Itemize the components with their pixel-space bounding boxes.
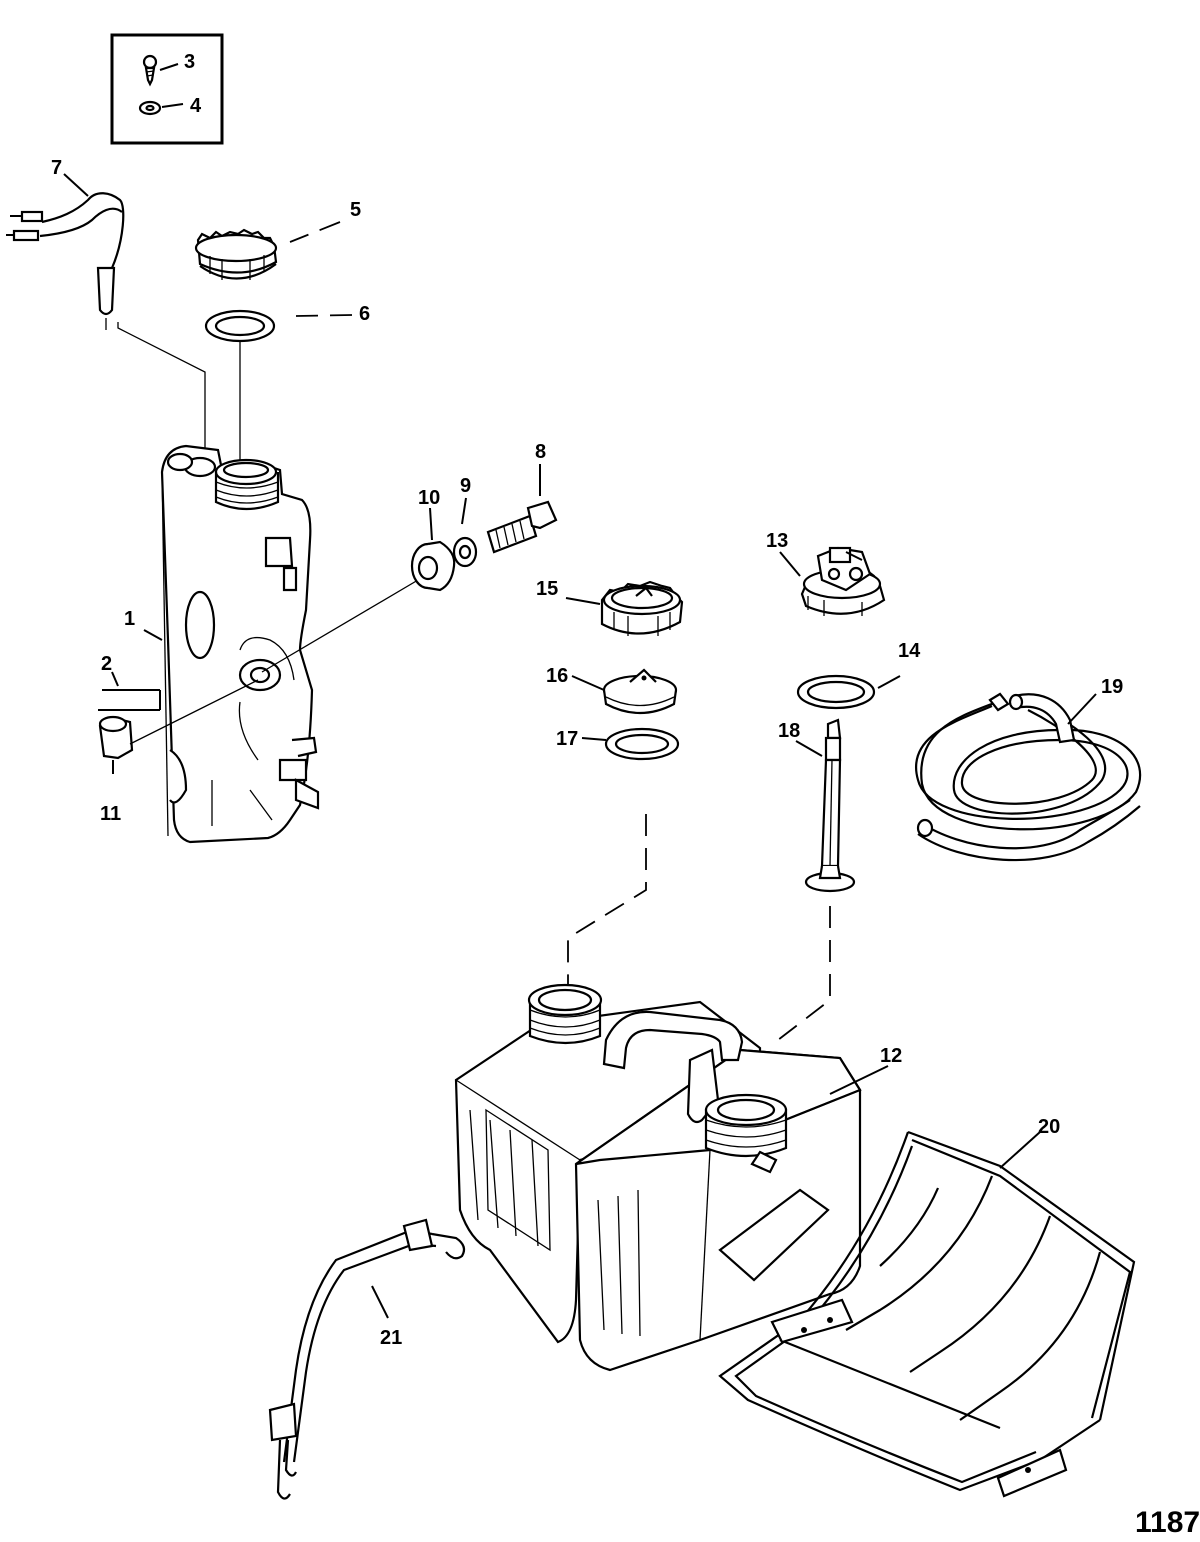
washer-9 — [452, 497, 478, 568]
screw-3 — [142, 54, 158, 87]
fitting-8 — [486, 464, 558, 554]
callout-4: 4 — [190, 95, 202, 117]
strap-21 — [268, 1218, 466, 1500]
grommet-11 — [98, 715, 134, 774]
callout-9: 9 — [460, 475, 471, 497]
callout-6: 6 — [359, 303, 370, 325]
callout-2: 2 — [101, 653, 112, 675]
hardware-inset-box — [110, 33, 224, 145]
callout-7: 7 — [51, 157, 62, 179]
callout-15: 15 — [536, 578, 558, 600]
double-tank-12 — [454, 983, 889, 1372]
callout-3: 3 — [184, 51, 195, 73]
pickup-tube-18 — [795, 718, 856, 893]
callout-11: 11 — [100, 803, 121, 825]
pickup-cap-13 — [779, 546, 886, 616]
callout-20: 20 — [1038, 1116, 1060, 1138]
callout-13: 13 — [766, 530, 788, 552]
callout-1: 1 — [124, 608, 135, 630]
callout-5: 5 — [350, 199, 361, 221]
callout-16: 16 — [546, 665, 568, 687]
tank-bracket-20 — [718, 1130, 1136, 1498]
callout-14: 14 — [898, 640, 921, 662]
gasket-6 — [204, 309, 353, 343]
sensor-harness-7 — [6, 173, 125, 330]
washer-4 — [138, 100, 162, 116]
callout-10: 10 — [418, 487, 440, 509]
bushing-10 — [410, 507, 456, 592]
gasket-14 — [796, 674, 901, 710]
callout-19: 19 — [1101, 676, 1123, 698]
gasket-17 — [581, 727, 680, 761]
figure-number: 11874 — [1135, 1506, 1200, 1539]
inner-cap-16 — [571, 668, 678, 714]
cap-15 — [565, 580, 684, 636]
callout-17: 17 — [556, 728, 578, 750]
callout-12: 12 — [880, 1045, 902, 1067]
callout-8: 8 — [535, 441, 546, 463]
callout-18: 18 — [778, 720, 800, 742]
callout-21: 21 — [380, 1327, 402, 1349]
fill-cap-5 — [194, 221, 341, 280]
oil-tank-1 — [143, 444, 320, 844]
callout-labels: 1 2 3 4 5 6 7 8 9 10 11 12 13 14 15 16 1… — [51, 51, 1123, 1349]
foam-strip-2 — [98, 671, 161, 711]
hose-19 — [915, 692, 1142, 862]
